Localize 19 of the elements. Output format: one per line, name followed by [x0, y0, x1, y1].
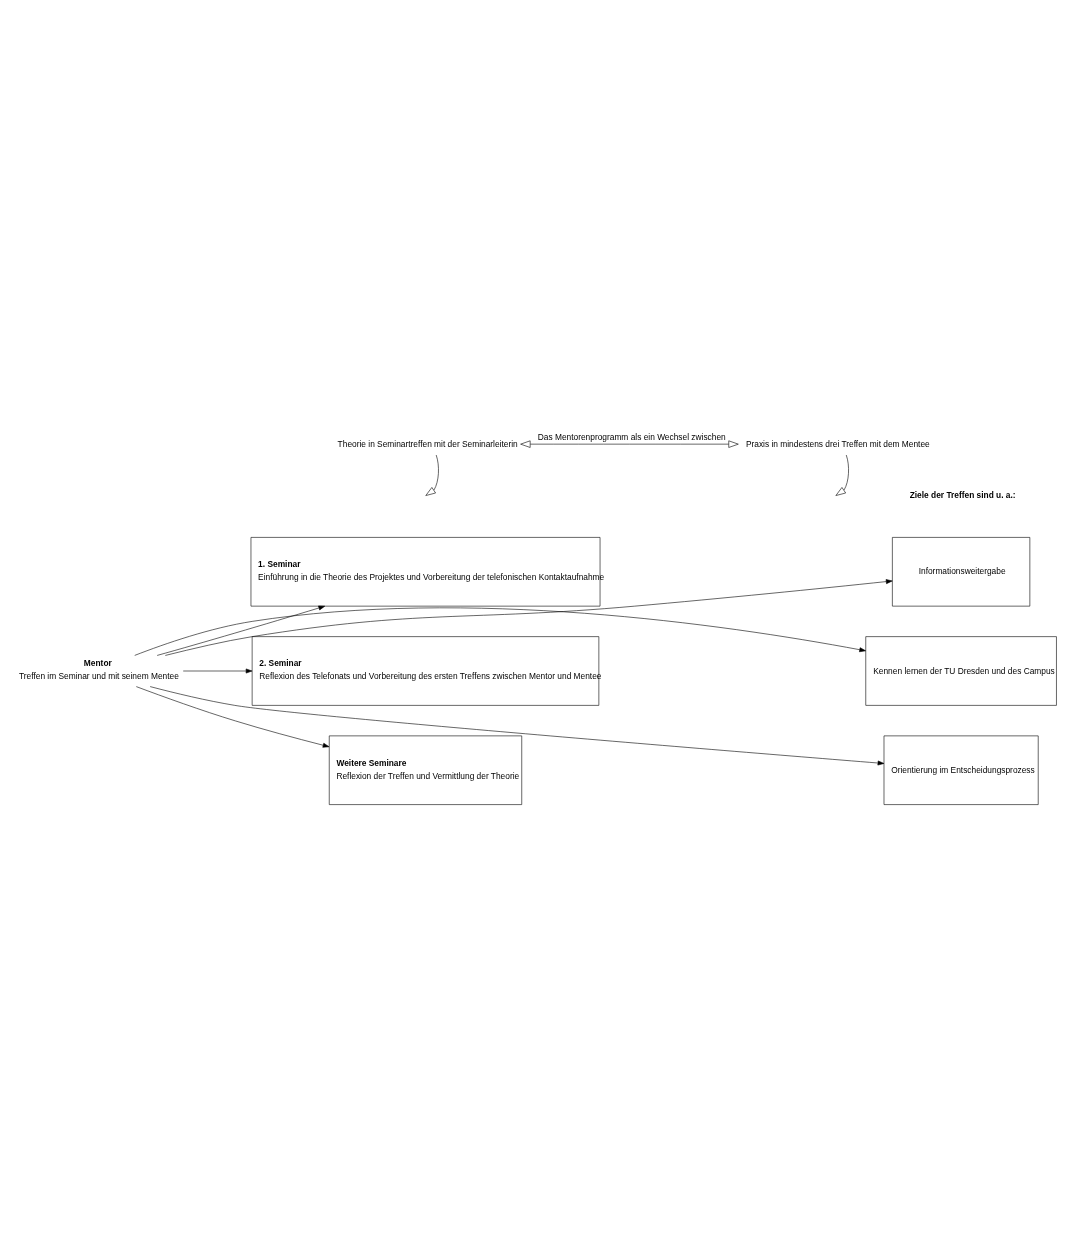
arrow — [835, 454, 849, 496]
arrow — [136, 686, 330, 748]
label: Ziele der Treffen sind u. a.: — [909, 489, 1016, 500]
edge-label: Das Mentorenprogramm als ein Wechsel zwischen — [537, 432, 726, 443]
node-text: Mentor Treffen im Seminar und mit seinem Mentee — [19, 658, 179, 682]
node-text: Praxis in mindestens drei Treffen mit dem Mentee — [745, 438, 930, 449]
arrow — [149, 686, 885, 766]
arrow — [156, 605, 326, 656]
arrow — [134, 607, 866, 656]
node-box: Kennen lernen der TU Dresden und des Campus — [865, 636, 1057, 706]
arrow — [165, 579, 893, 656]
node-box: Informationsweitergabe — [892, 537, 1031, 607]
node-box: 2. Seminar Reflexion des Telefonats und Vorbereitung des ersten Treffens zwischen Mentor und Mentee — [251, 636, 600, 706]
node-text: Theorie in Seminartreffen mit der Seminarleiterin — [337, 438, 518, 449]
arrow — [425, 454, 439, 496]
node-box: Orientierung im Entscheidungsprozess — [883, 735, 1039, 805]
arrow — [182, 668, 253, 674]
node-box: Weitere Seminare Reflexion der Treffen und Vermittlung der Theorie — [328, 735, 523, 805]
arrow — [520, 440, 739, 448]
